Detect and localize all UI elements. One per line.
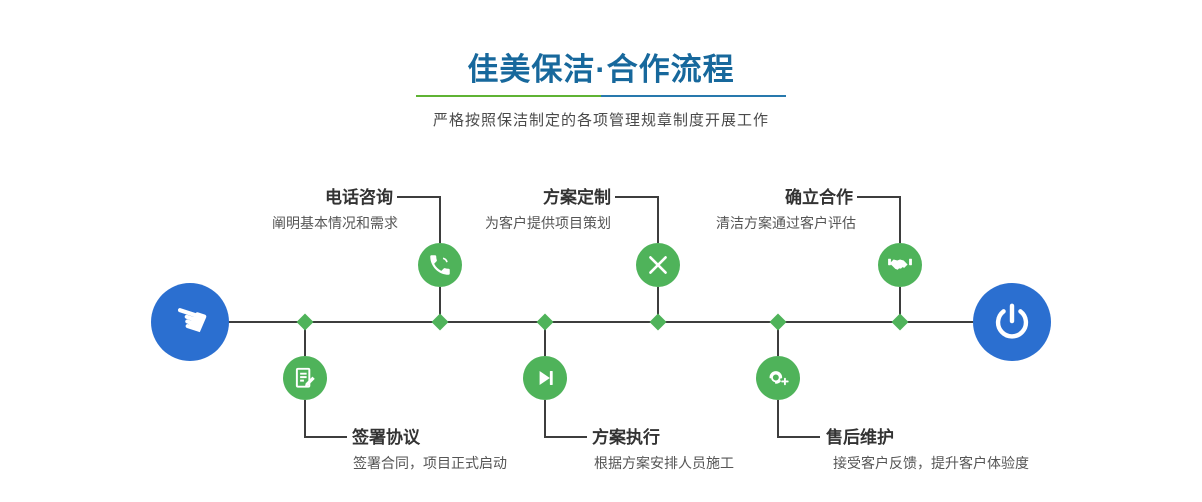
step-desc: 为客户提供项目策划 [485, 215, 611, 231]
step-icon-circle [418, 243, 462, 287]
connector [778, 436, 820, 438]
step-label: 方案执行 [592, 428, 660, 447]
connector [304, 323, 306, 356]
page-title: 佳美保洁·合作流程 [467, 52, 735, 87]
connector [304, 400, 306, 438]
divider-green-segment [416, 95, 601, 97]
pen-tools-icon [649, 256, 667, 274]
phone-icon [430, 255, 450, 275]
step-icon-circle [523, 356, 567, 400]
step-icon-circle [283, 356, 327, 400]
contract-icon [295, 367, 315, 388]
connector [397, 196, 440, 198]
play-next-icon [539, 370, 553, 386]
connector [777, 400, 779, 438]
connector [545, 436, 587, 438]
connector [544, 400, 546, 438]
timeline-node-diamond [649, 313, 667, 331]
connector [857, 196, 900, 198]
connector [439, 287, 441, 318]
step-icon-circle [636, 243, 680, 287]
title-divider [416, 95, 786, 97]
connector [305, 436, 347, 438]
handshake-icon [888, 258, 912, 270]
connector [439, 196, 441, 243]
page-subtitle: 严格按照保洁制定的各项管理规章制度开展工作 [432, 112, 769, 129]
step-desc: 清洁方案通过客户评估 [716, 215, 856, 231]
end-node [973, 283, 1051, 361]
headset-plus-icon [769, 371, 789, 386]
connector [657, 196, 659, 243]
step-icon-circle [878, 243, 922, 287]
step-desc: 根据方案安排人员施工 [594, 455, 734, 471]
connector [899, 287, 901, 318]
connector [777, 323, 779, 356]
connector [657, 287, 659, 318]
step-label: 确立合作 [785, 188, 853, 207]
divider-blue-segment [601, 95, 786, 97]
timeline-node-diamond [536, 313, 554, 331]
step-desc: 接受客户反馈，提升客户体验度 [833, 455, 1029, 471]
step-label: 售后维护 [826, 428, 894, 447]
timeline-node-diamond [769, 313, 787, 331]
step-label: 方案定制 [543, 188, 611, 207]
connector [615, 196, 658, 198]
connector [899, 196, 901, 243]
timeline-node-diamond [296, 313, 314, 331]
connector [544, 323, 546, 356]
power-icon [995, 303, 1029, 339]
main-timeline [190, 321, 1012, 323]
start-node: ☚ [151, 283, 229, 361]
timeline-node-diamond [891, 313, 909, 331]
step-icon-circle [756, 356, 800, 400]
step-label: 签署协议 [352, 428, 420, 447]
hand-pointer-icon: ☚ [165, 292, 215, 348]
step-desc: 签署合同，项目正式启动 [353, 455, 507, 471]
step-label: 电话咨询 [325, 188, 393, 207]
timeline-node-diamond [431, 313, 449, 331]
step-desc: 阐明基本情况和需求 [272, 215, 398, 231]
